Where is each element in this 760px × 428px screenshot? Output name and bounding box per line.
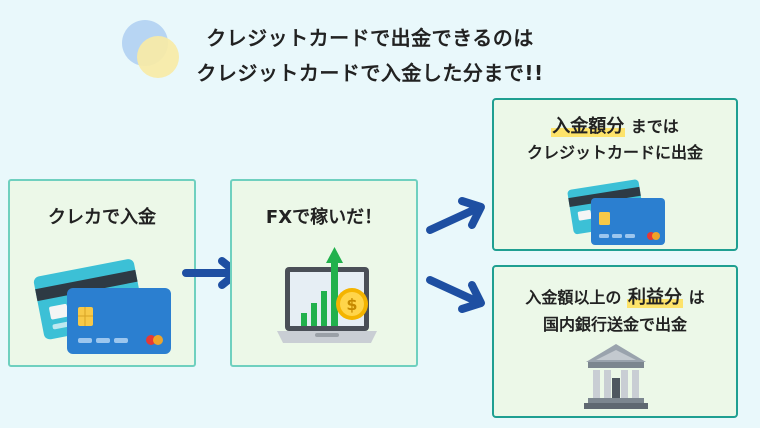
outcome-bank-pre: 入金額以上の	[525, 288, 622, 307]
highlight-profit: 利益分	[627, 287, 683, 308]
outcome-card-refund-box: 入金額分 までは クレジットカードに出金	[492, 98, 738, 251]
credit-card-icon	[33, 259, 171, 354]
step-deposit-label: クレカで入金	[48, 207, 156, 228]
arrow-up-right-icon	[426, 197, 485, 234]
outcome-bank-line1: 入金額以上の 利益分 は	[494, 283, 736, 309]
step-deposit-box: クレカで入金	[8, 179, 196, 367]
arrow-down-right-icon	[426, 276, 485, 313]
step-earn-box: FXで稼いだ！ $	[230, 179, 418, 367]
outcome-card-refund-line1: 入金額分 までは	[494, 112, 736, 138]
credit-card-icon	[567, 179, 665, 245]
header-line-1: クレジットカードで出金できるのは	[206, 26, 534, 50]
header-line-2: クレジットカードで入金した分まで!!	[196, 61, 544, 85]
step-earn-label: FXで稼いだ！	[265, 207, 383, 228]
decor-circle-yellow	[137, 36, 179, 78]
outcome-bank-post: は	[688, 288, 705, 307]
outcome-bank-transfer-box: 入金額以上の 利益分 は 国内銀行送金で出金	[492, 265, 738, 418]
outcome-card-refund-line2: クレジットカードに出金	[526, 143, 703, 162]
highlight-deposit-amount: 入金額分	[551, 116, 626, 137]
coin-icon: $	[336, 288, 368, 320]
svg-text:$: $	[346, 295, 357, 314]
outcome-bank-line2: 国内銀行送金で出金	[542, 315, 687, 334]
bank-icon	[584, 344, 648, 409]
outcome-card-refund-rest: までは	[630, 117, 679, 136]
